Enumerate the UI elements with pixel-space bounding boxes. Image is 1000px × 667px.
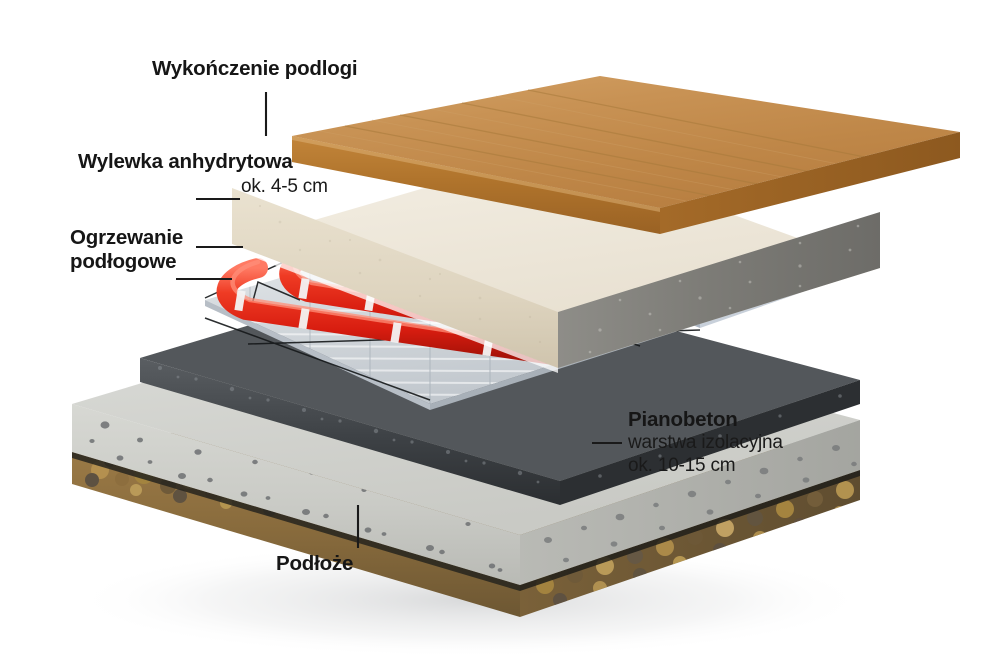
label-foam-concrete-title: Pianobeton — [628, 408, 738, 431]
label-foam-concrete-thickness: ok. 10-15 cm — [628, 454, 736, 476]
label-underfloor-heating-title-2: podłogowe — [70, 250, 177, 274]
label-anhydrite-screed: Wylewka anhydrytowa ok. 4-5 cm — [78, 150, 328, 199]
label-foam-concrete: Pianobeton warstwa izolacyjna ok. 10-15 … — [628, 408, 783, 477]
leader-lines — [176, 92, 622, 548]
label-anhydrite-screed-title: Wylewka anhydrytowa — [78, 150, 293, 173]
label-floor-finish: Wykończenie podlogi — [152, 57, 358, 81]
label-substrate-title: Podłoże — [276, 552, 354, 575]
layer-anhydrite-screed — [232, 150, 880, 373]
layer-wood-finish — [292, 76, 960, 234]
label-substrate: Podłoże — [276, 552, 353, 576]
label-underfloor-heating-title: Ogrzewanie — [70, 226, 184, 249]
label-floor-finish-title: Wykończenie podlogi — [152, 57, 358, 80]
label-foam-concrete-subtitle: warstwa izolacyjna — [628, 432, 783, 454]
label-underfloor-heating: Ogrzewanie podłogowe — [70, 226, 183, 274]
label-anhydrite-screed-thickness: ok. 4-5 cm — [241, 176, 328, 198]
